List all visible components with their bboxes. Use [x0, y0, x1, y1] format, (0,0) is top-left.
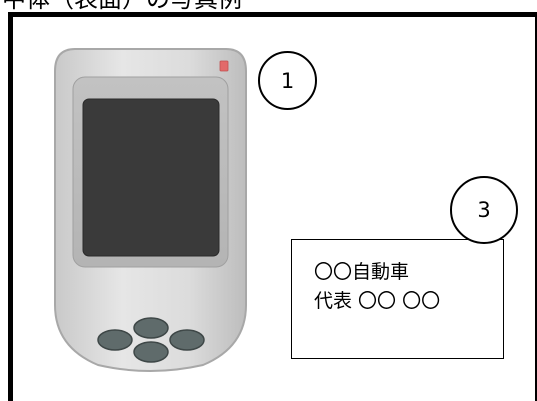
callout-label-3: 3: [477, 198, 491, 222]
keypad-buttons: [97, 317, 205, 363]
indicator-light-icon: [219, 60, 229, 72]
callout-number-3: 3: [450, 176, 518, 244]
callout-number-1: 1: [258, 51, 317, 110]
handheld-terminal-icon: [53, 47, 248, 373]
page-title: 中体（表面）の写真例: [2, 0, 242, 11]
card-representative-name: 代表 〇〇 〇〇: [314, 290, 441, 312]
callout-label-1: 1: [280, 68, 295, 93]
business-card: 〇〇自動車 代表 〇〇 〇〇: [291, 239, 504, 359]
card-company-name: 〇〇自動車: [314, 261, 410, 283]
device-screen: [82, 98, 220, 257]
